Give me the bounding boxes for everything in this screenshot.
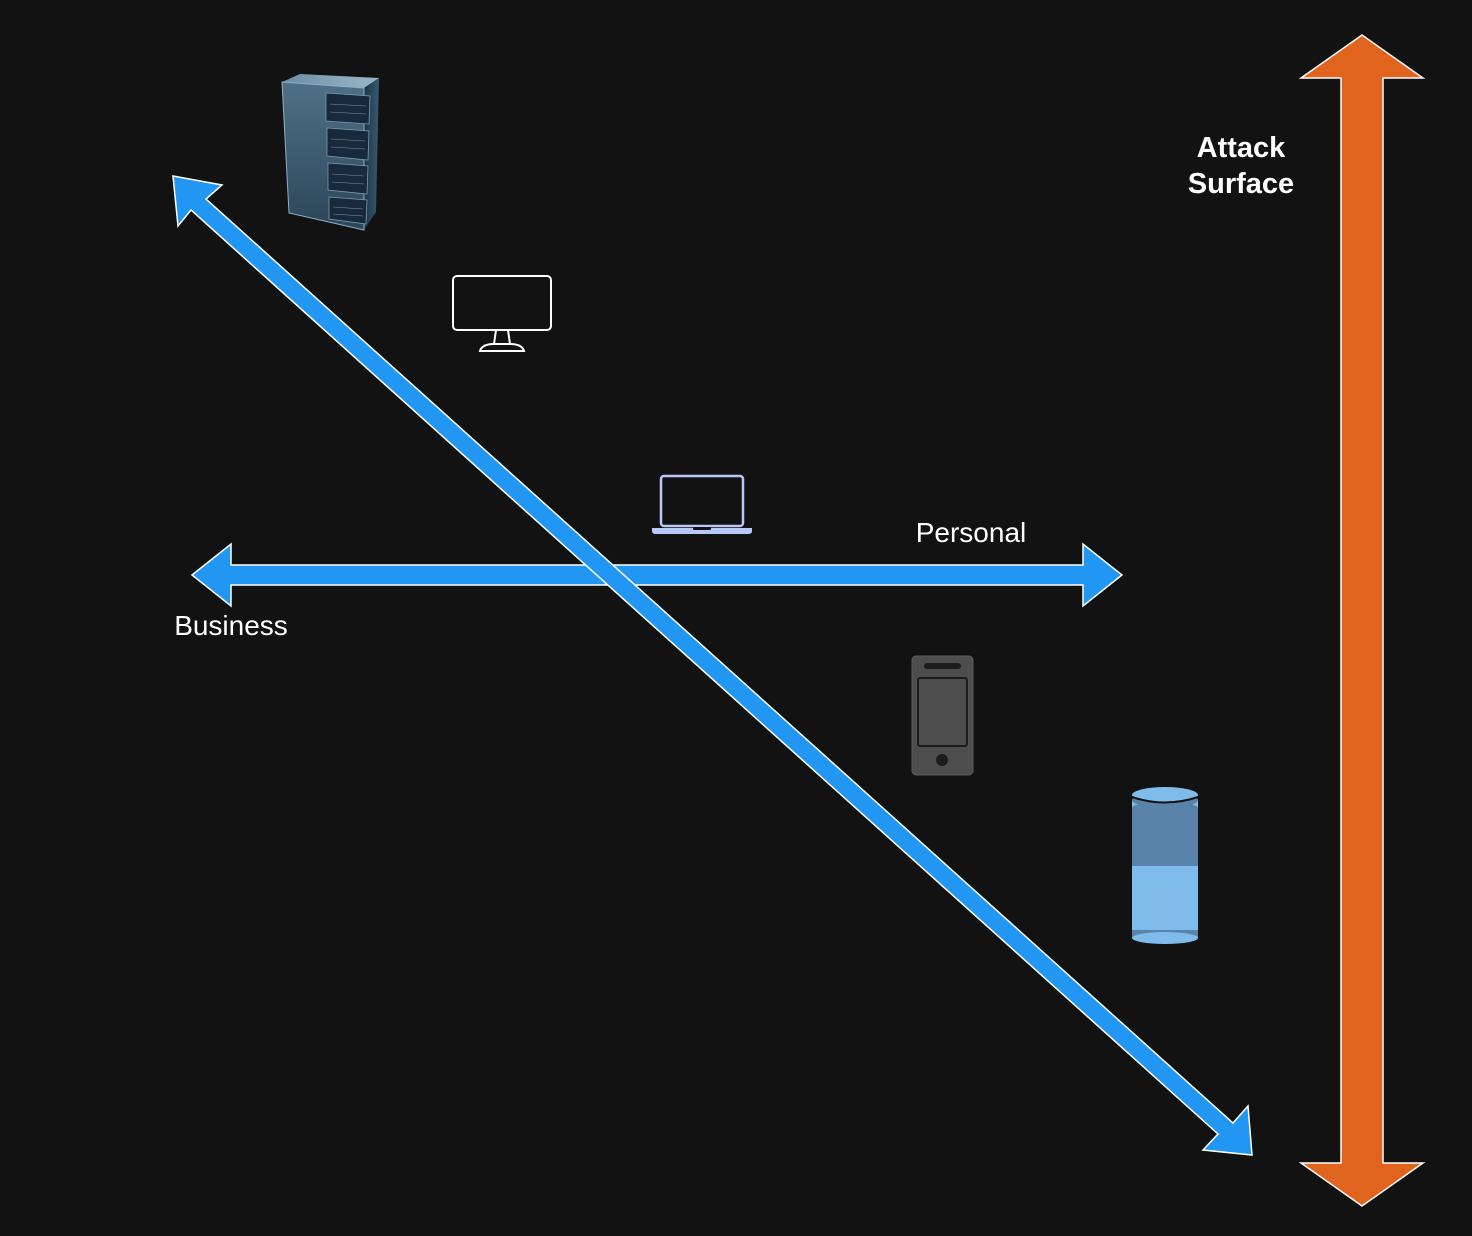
device-spectrum-arrow: [172, 175, 1253, 1156]
smart-speaker-icon: [1131, 787, 1199, 944]
server-rack-icon: [281, 74, 379, 231]
attack-surface-arrow: [1298, 34, 1426, 1207]
business-label: Business: [174, 610, 288, 641]
laptop-icon: [652, 474, 752, 534]
desktop-monitor-icon: [452, 275, 552, 352]
personal-label: Personal: [916, 517, 1027, 548]
attack-surface-label-line1: Attack: [1197, 132, 1287, 164]
attack-surface-label-line2: Surface: [1188, 168, 1294, 200]
business-personal-arrow: [190, 542, 1124, 608]
smartphone-icon: [911, 655, 974, 776]
